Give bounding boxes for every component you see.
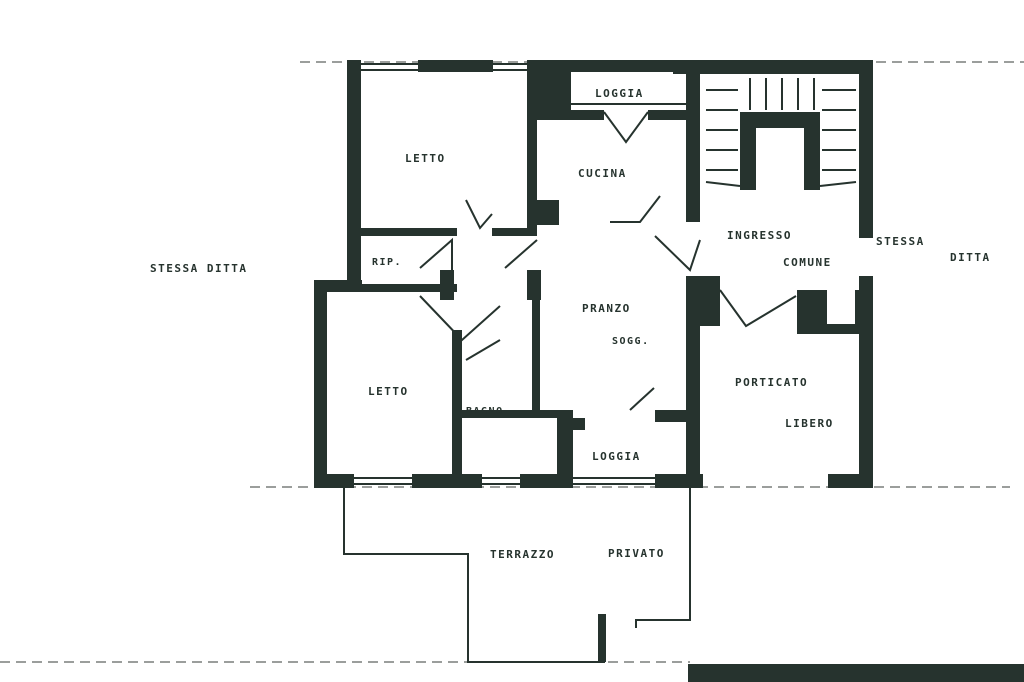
label-comune: COMUNE	[783, 256, 832, 269]
label-loggia-top: LOGGIA	[595, 87, 644, 100]
staircase	[705, 78, 857, 187]
label-ditta-right: DITTA	[950, 251, 991, 264]
label-loggia-bottom: LOGGIA	[592, 450, 641, 463]
label-privato: PRIVATO	[608, 547, 665, 560]
label-cucina: CUCINA	[578, 167, 627, 180]
label-rip: RIP.	[372, 257, 402, 268]
label-letto-bottom: LETTO	[368, 385, 409, 398]
label-stessa-right: STESSA	[876, 235, 925, 248]
interior-walls	[347, 60, 873, 488]
label-sogg: SOGG.	[612, 336, 650, 347]
label-letto-top: LETTO	[405, 152, 446, 165]
label-pranzo: PRANZO	[582, 302, 631, 315]
label-bagno: BAGNO	[466, 406, 504, 417]
label-libero: LIBERO	[785, 417, 834, 430]
label-stessa-ditta-left: STESSA DITTA	[150, 262, 247, 275]
room-labels: LETTO LETTO LOGGIA LOGGIA CUCINA RIP. BA…	[150, 87, 991, 561]
terrace-outline	[343, 488, 691, 663]
label-porticato: PORTICATO	[735, 376, 808, 389]
label-ingresso: INGRESSO	[727, 229, 792, 242]
doors	[419, 111, 797, 411]
adjacent-building	[688, 664, 1024, 682]
label-terrazzo: TERRAZZO	[490, 548, 555, 561]
